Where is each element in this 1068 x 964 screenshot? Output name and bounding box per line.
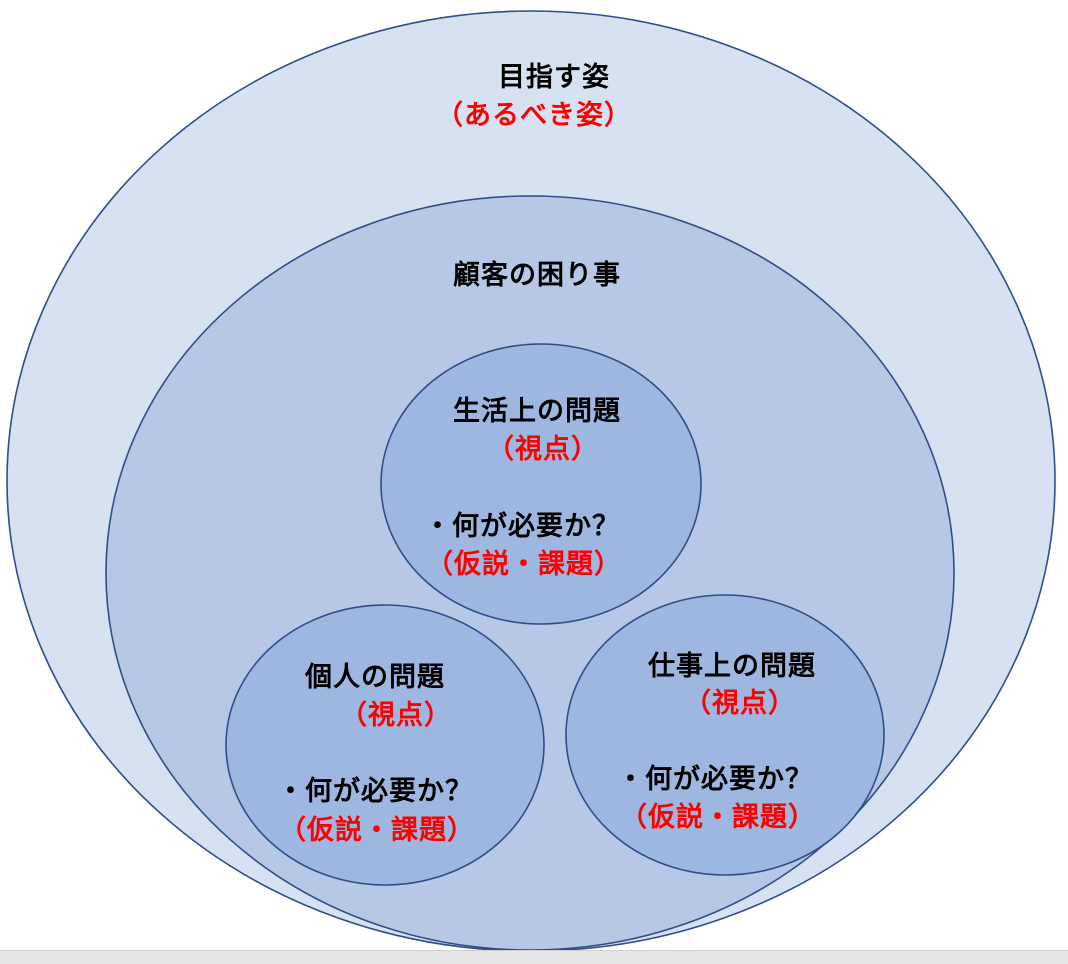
middle-title: 顧客の困り事 [453,260,621,291]
circle-personal [225,604,545,886]
work-hypothesis: （仮説・課題） [620,802,816,833]
personal-title: 個人の問題 [305,662,445,693]
outer-title: 目指す姿 [498,62,610,93]
work-viewpoint: （視点） [684,688,796,719]
circle-life [380,343,702,625]
outer-subtitle: （あるべき姿） [436,100,632,131]
personal-hypothesis: （仮説・課題） [279,815,475,846]
life-title: 生活上の問題 [453,396,621,427]
bottom-scroll-strip [0,950,1068,964]
life-viewpoint: （視点） [487,434,599,465]
circle-work [565,594,885,876]
life-question: ・何が必要か？ [424,511,620,542]
life-hypothesis: （仮説・課題） [426,549,622,580]
work-title: 仕事上の問題 [648,651,816,682]
personal-viewpoint: （視点） [340,700,452,731]
personal-question: ・何が必要か？ [277,776,473,807]
work-question: ・何が必要か？ [617,764,813,795]
